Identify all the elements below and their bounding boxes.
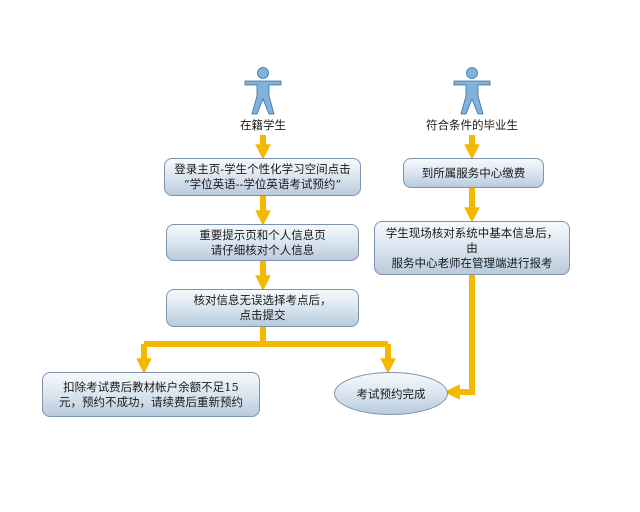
actor-label-enrolled-student: 在籍学生 (240, 118, 286, 132)
result-booking-failed: 扣除考试费后教材帐户余额不足15 元，预约不成功，请续费后重新预约 (42, 372, 260, 417)
end-text: 考试预约完成 (356, 386, 426, 401)
step-text: 核对信息无误选择考点后， (193, 293, 332, 307)
step-login-homepage: 登录主页-学生个性化学习空间点击 “学位英语--学位英语考试预约” (164, 158, 361, 196)
step-select-test-center: 核对信息无误选择考点后， 点击提交 (166, 289, 359, 327)
step-check-personal-info: 重要提示页和个人信息页 请仔细核对个人信息 (166, 224, 359, 261)
actor-label-eligible-graduate: 符合条件的毕业生 (426, 118, 518, 132)
step-text: 点击提交 (239, 308, 286, 322)
step-text: 重要提示页和个人信息页 (199, 227, 326, 242)
step-onsite-verification: 学生现场核对系统中基本信息后，由 服务中心老师在管理端进行报考 (374, 221, 570, 275)
step-text: 学生现场核对系统中基本信息后，由 (385, 225, 559, 255)
person-icon (453, 67, 491, 115)
result-text: 元，预约不成功，请续费后重新预约 (59, 394, 243, 409)
step-text: “学位英语--学位英语考试预约” (183, 177, 342, 191)
step-text: 到所属服务中心缴费 (421, 165, 526, 180)
person-icon (244, 67, 282, 115)
result-text: 扣除考试费后教材帐户余额不足15 (63, 379, 239, 394)
step-pay-at-service-center: 到所属服务中心缴费 (403, 158, 544, 188)
step-text: 服务中心老师在管理端进行报考 (391, 255, 553, 270)
step-text: 请仔细核对个人信息 (210, 242, 315, 257)
arrow-right-step2-to-complete (444, 275, 475, 400)
step-text: 登录主页-学生个性化学习空间点击 (174, 162, 351, 176)
end-booking-complete: 考试预约完成 (334, 372, 448, 415)
